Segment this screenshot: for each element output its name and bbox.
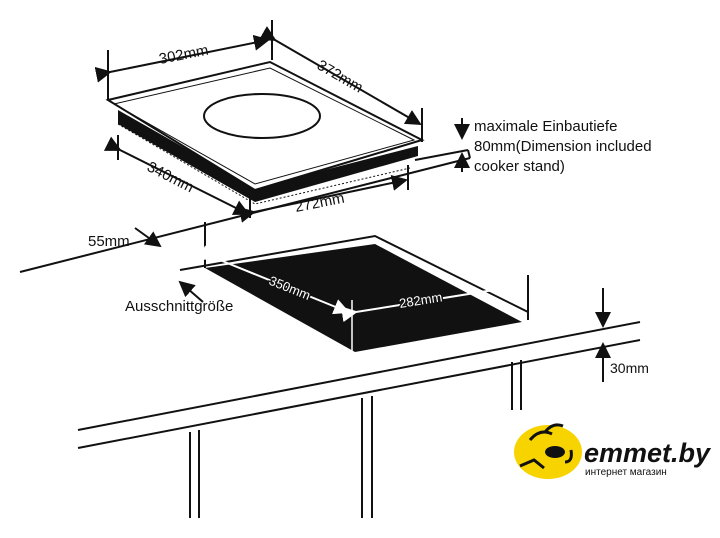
depth-note-line1: maximale Einbautiefe bbox=[474, 118, 617, 135]
countertop-front-top bbox=[77, 321, 641, 431]
logo-tagline: интернет магазин bbox=[585, 467, 667, 478]
depth-note-line2: 80mm(Dimension included bbox=[474, 138, 652, 155]
cutout-area bbox=[205, 244, 522, 352]
cutout-label: Ausschnittgröße bbox=[125, 298, 233, 315]
thickness-label: 30mm bbox=[610, 360, 649, 376]
top-width-label: 302mm bbox=[158, 42, 210, 68]
countertop-front-bottom bbox=[77, 339, 641, 449]
logo-name: emmet.by bbox=[584, 438, 712, 468]
body-depth-label: 272mm bbox=[294, 190, 346, 216]
depth-note-line3: cooker stand) bbox=[474, 158, 565, 175]
offset-label: 55mm bbox=[88, 233, 130, 250]
emmet-logo: emmet.by интернет магазин bbox=[514, 423, 712, 479]
